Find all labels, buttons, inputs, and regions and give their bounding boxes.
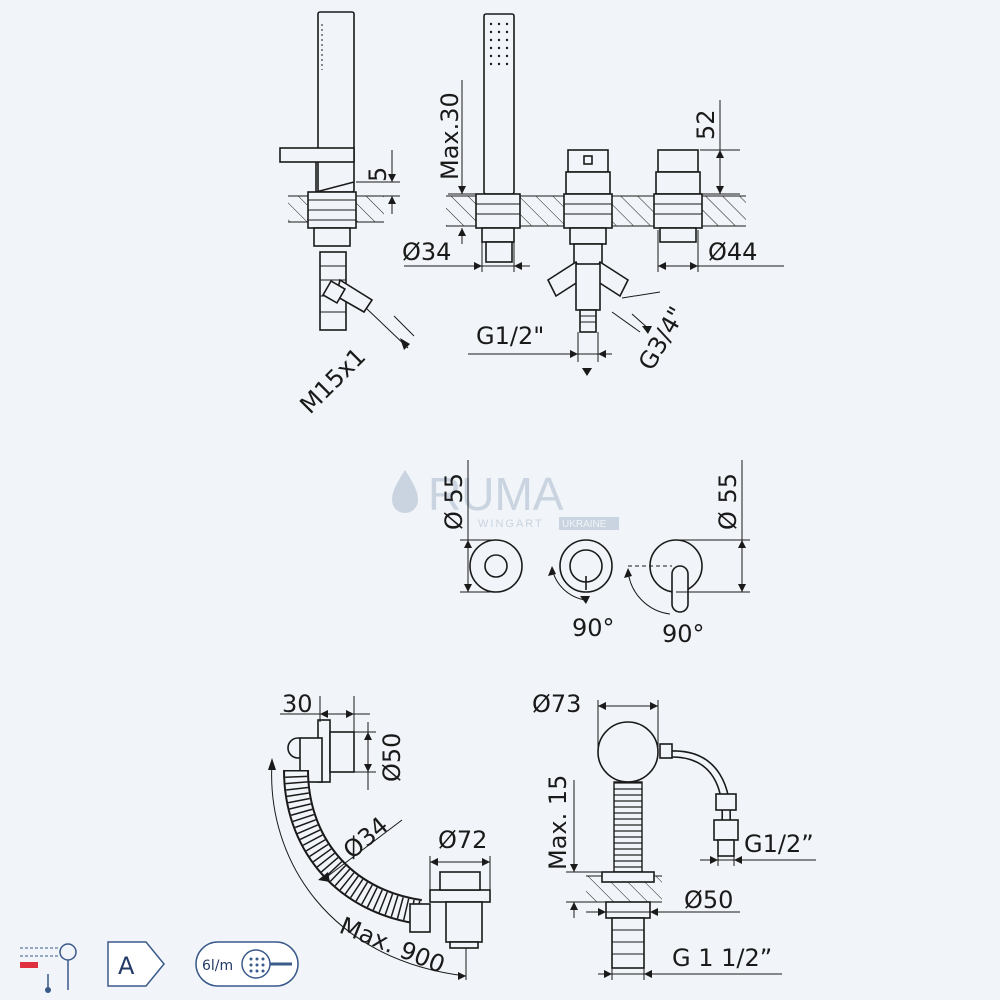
dim-plug-72: Ø72 [438, 826, 487, 854]
bath-spout: Ø73 Max. 15 G1/2” Ø50 G 1 1/2” [532, 690, 816, 980]
dim-deck-34: Ø34 [402, 238, 451, 266]
dim-outlet-g34: G3/4" [633, 302, 691, 375]
dim-rosette-left: Ø 55 [440, 473, 468, 530]
dim-spout-base-50: Ø50 [684, 886, 733, 914]
water-drop-icon [392, 470, 418, 513]
flow-rate-label: 6l/m [202, 958, 233, 974]
dim-spout-inlet-g12: G1/2” [744, 830, 814, 858]
shower-head-icon [241, 949, 292, 979]
dim-handshower-thread: M15x1 [294, 342, 371, 419]
dim-top-height: 52 [692, 109, 720, 140]
waste-overflow: 30 Ø50 Ø34 Ø72 Max. 900 [268, 690, 491, 980]
watermark: RUMA WINGART UKRAINE [392, 468, 619, 530]
flow-rate-badge: 6l/m [195, 941, 299, 987]
handshower-side-view: 5 M15x1 [279, 11, 415, 419]
dim-spout-max-15: Max. 15 [544, 775, 572, 870]
watermark-region: UKRAINE [562, 519, 607, 530]
energy-class-icon: A [107, 941, 165, 987]
dim-hose-length: Max. 900 [336, 912, 449, 979]
dim-rosette-right: Ø 55 [714, 473, 742, 530]
watermark-brand: RUMA [428, 468, 564, 520]
dim-spout-max-height: Max.30 [436, 92, 464, 180]
energy-class-label: A [118, 952, 135, 980]
dim-inlet-g12: G1/2" [476, 322, 544, 350]
dim-deck-44: Ø44 [708, 238, 757, 266]
dim-spout-73: Ø73 [532, 690, 581, 718]
dim-handshower-gap: 5 [364, 167, 392, 182]
rotation-left: 90° [572, 614, 615, 642]
dim-waste-50: Ø50 [378, 733, 406, 782]
rotation-right: 90° [662, 620, 705, 648]
deck-set-front-view: Max.30 52 Ø34 Ø44 G1/2" G3/4" [402, 13, 784, 376]
mixer-temperature-icon [20, 943, 77, 993]
watermark-sub: WINGART [478, 518, 544, 530]
dim-hose-34: Ø34 [338, 811, 394, 864]
rosettes-top-view: Ø 55 Ø 55 90° 90° [440, 460, 750, 648]
dim-spout-thread: G 1 1/2” [672, 944, 772, 972]
dim-waste-depth: 30 [282, 690, 313, 718]
